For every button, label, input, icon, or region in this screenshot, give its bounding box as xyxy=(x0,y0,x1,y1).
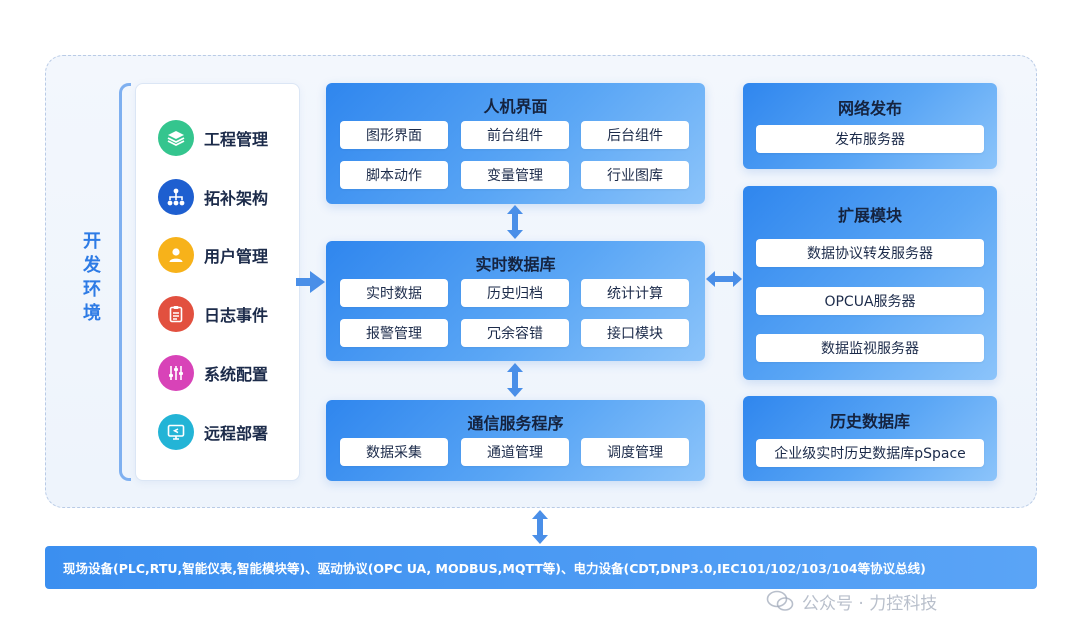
dev-env-bracket xyxy=(119,83,131,481)
dev-item-log[interactable]: 日志事件 xyxy=(158,295,268,333)
sliders-icon xyxy=(158,355,194,391)
dev-item-project[interactable]: 工程管理 xyxy=(158,119,268,157)
chip-redundancy[interactable]: 冗余容错 xyxy=(461,319,569,347)
bidirectional-arrow-icon xyxy=(706,271,742,287)
net-publish-module: 网络发布 发布服务器 xyxy=(743,83,997,169)
history-db-module: 历史数据库 企业级实时历史数据库pSpace xyxy=(743,396,997,481)
extension-module: 扩展模块 数据协议转发服务器 OPCUA服务器 数据监视服务器 xyxy=(743,186,997,380)
chip-history-archive[interactable]: 历史归档 xyxy=(461,279,569,307)
dev-env-panel: 工程管理 拓补架构 用户管理 日志事件 系统配置 远程部署 xyxy=(135,83,300,481)
watermark: 公众号 · 力控科技 xyxy=(766,588,937,614)
chip-channel-mgmt[interactable]: 通道管理 xyxy=(461,438,569,466)
chip-graphic-ui[interactable]: 图形界面 xyxy=(340,121,448,149)
dev-item-deploy[interactable]: 远程部署 xyxy=(158,413,268,451)
bidirectional-arrow-icon xyxy=(507,205,523,239)
clipboard-icon xyxy=(158,296,194,332)
chip-statistics[interactable]: 统计计算 xyxy=(581,279,689,307)
chip-scheduling-mgmt[interactable]: 调度管理 xyxy=(581,438,689,466)
module-title: 人机界面 xyxy=(483,97,548,116)
chip-opcua-server[interactable]: OPCUA服务器 xyxy=(756,287,984,315)
topology-icon xyxy=(158,179,194,215)
dev-item-user[interactable]: 用户管理 xyxy=(158,236,268,274)
chip-variable-mgmt[interactable]: 变量管理 xyxy=(461,161,569,189)
bidirectional-arrow-icon xyxy=(507,363,523,397)
chip-data-acquisition[interactable]: 数据采集 xyxy=(340,438,448,466)
layers-icon xyxy=(158,120,194,156)
dev-item-label: 日志事件 xyxy=(204,306,269,325)
chip-realtime-data[interactable]: 实时数据 xyxy=(340,279,448,307)
watermark-text: 公众号 · 力控科技 xyxy=(802,593,938,614)
dev-item-label: 远程部署 xyxy=(204,424,269,443)
chip-data-monitor-server[interactable]: 数据监视服务器 xyxy=(756,334,984,362)
user-icon xyxy=(158,237,194,273)
chip-interface-module[interactable]: 接口模块 xyxy=(581,319,689,347)
comm-module: 通信服务程序 数据采集 通道管理 调度管理 xyxy=(326,400,705,481)
chip-front-components[interactable]: 前台组件 xyxy=(461,121,569,149)
chip-protocol-forward-server[interactable]: 数据协议转发服务器 xyxy=(756,239,984,267)
arrow-right-icon xyxy=(296,271,325,293)
bidirectional-arrow-icon xyxy=(532,510,548,544)
wechat-icon xyxy=(766,590,794,611)
rtdb-module: 实时数据库 实时数据 历史归档 统计计算 报警管理 冗余容错 接口模块 xyxy=(326,241,705,361)
field-devices-text: 现场设备(PLC,RTU,智能仪表,智能模块等)、驱动协议(OPC UA, MO… xyxy=(63,561,926,576)
field-devices-bar: 现场设备(PLC,RTU,智能仪表,智能模块等)、驱动协议(OPC UA, MO… xyxy=(45,546,1037,589)
chip-alarm-mgmt[interactable]: 报警管理 xyxy=(340,319,448,347)
module-title: 历史数据库 xyxy=(829,412,910,431)
chip-back-components[interactable]: 后台组件 xyxy=(581,121,689,149)
dev-env-label: 开发环境 xyxy=(83,231,101,324)
monitor-icon xyxy=(158,414,194,450)
chip-pspace[interactable]: 企业级实时历史数据库pSpace xyxy=(756,439,984,467)
dev-item-label: 系统配置 xyxy=(204,365,269,384)
dev-item-label: 拓补架构 xyxy=(204,189,269,208)
dev-item-label: 用户管理 xyxy=(204,247,269,266)
dev-item-topology[interactable]: 拓补架构 xyxy=(158,178,268,216)
module-title: 扩展模块 xyxy=(837,206,902,225)
module-title: 通信服务程序 xyxy=(467,414,564,433)
module-title: 实时数据库 xyxy=(475,255,556,274)
chip-script-action[interactable]: 脚本动作 xyxy=(340,161,448,189)
module-title: 网络发布 xyxy=(837,99,902,118)
chip-publish-server[interactable]: 发布服务器 xyxy=(756,125,984,153)
hmi-module: 人机界面 图形界面 前台组件 后台组件 脚本动作 变量管理 行业图库 xyxy=(326,83,705,204)
dev-item-config[interactable]: 系统配置 xyxy=(158,354,268,392)
chip-industry-library[interactable]: 行业图库 xyxy=(581,161,689,189)
dev-item-label: 工程管理 xyxy=(204,130,269,149)
